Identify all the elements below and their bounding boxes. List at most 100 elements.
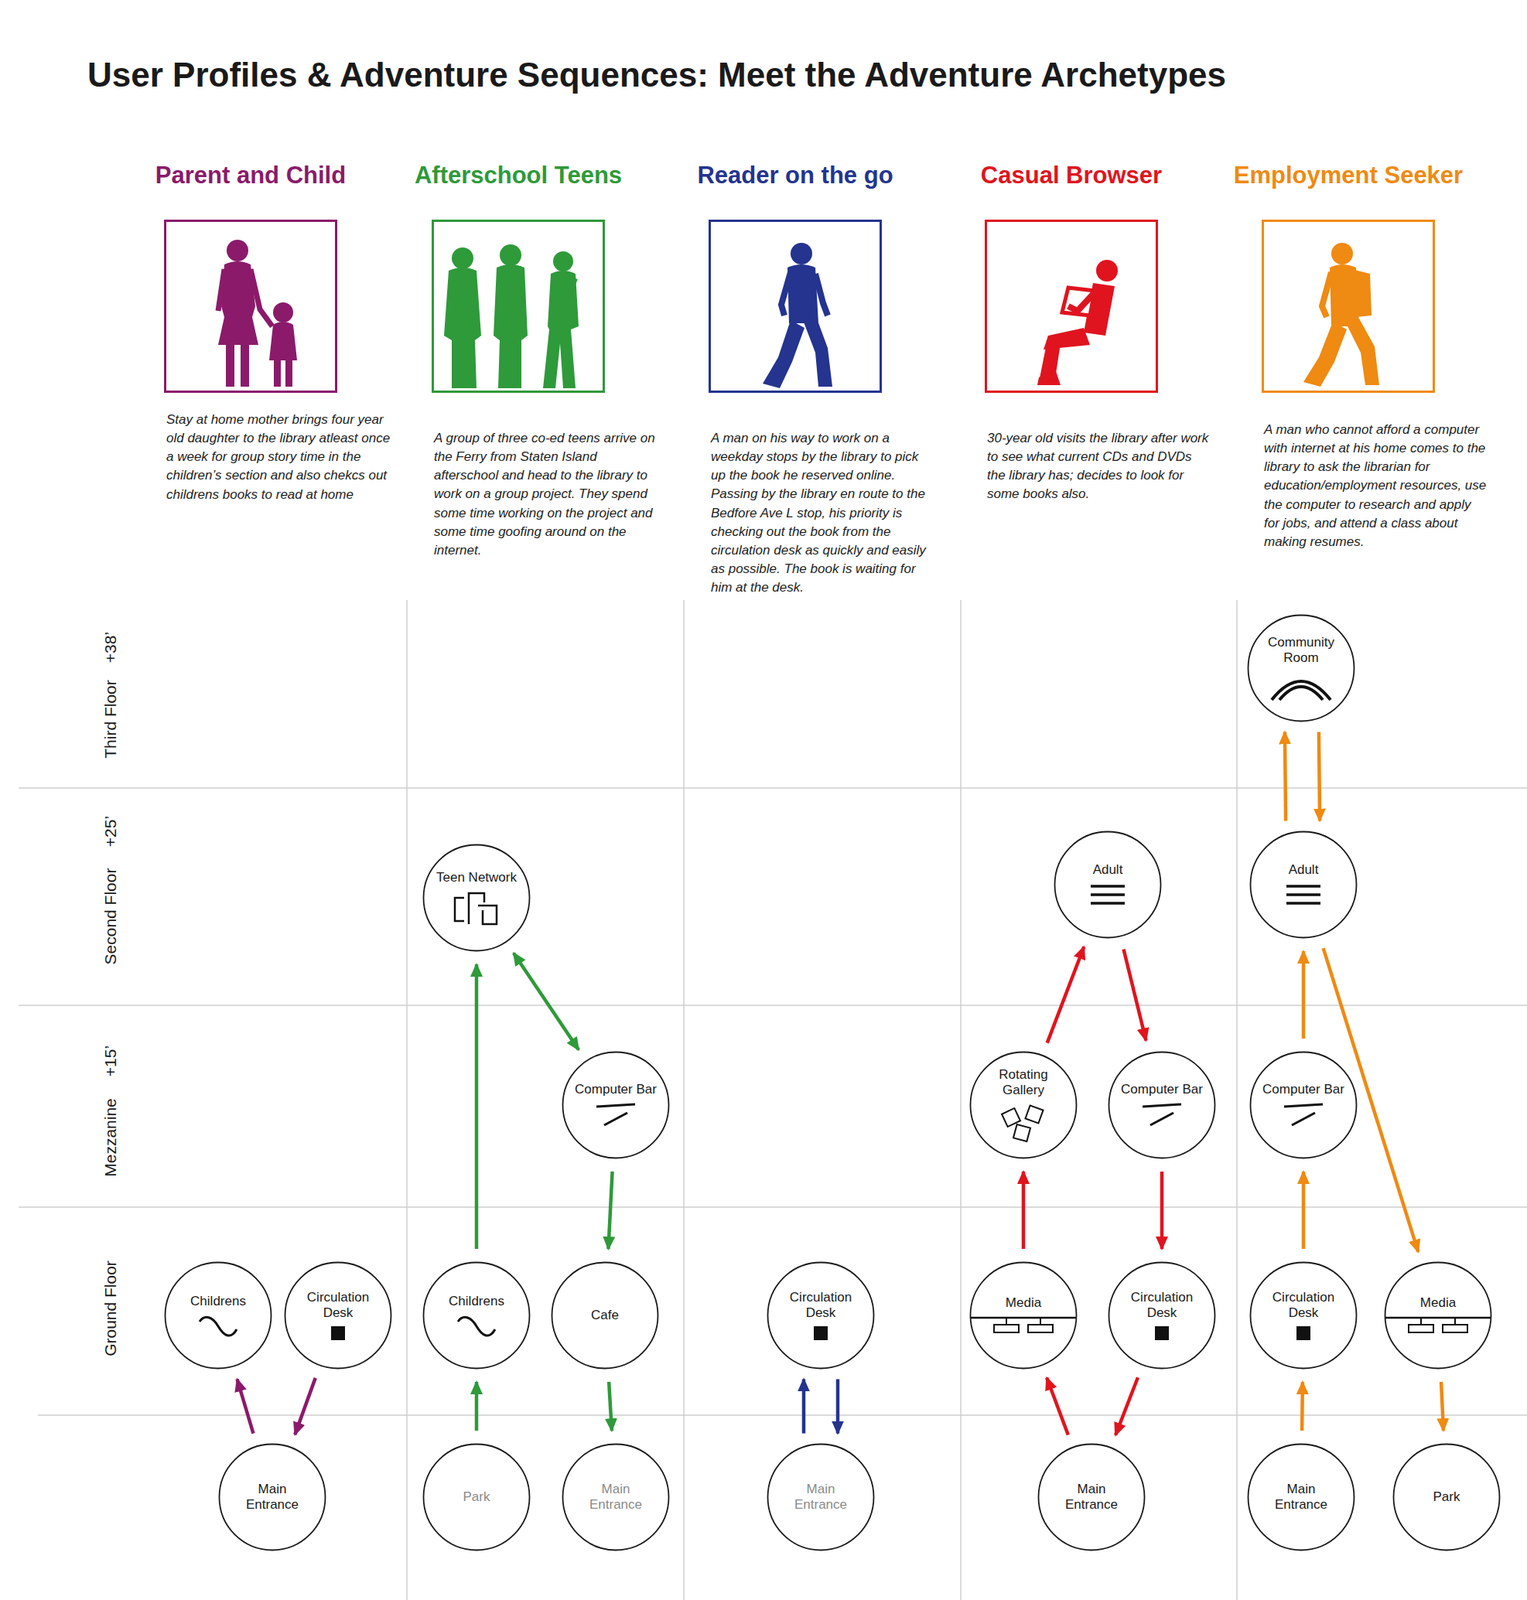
persona-description: A group of three co-ed teens arrive on t… (433, 429, 659, 561)
persona-card: Employment SeekerA man who cannot afford… (1261, 219, 1435, 393)
space-name: Childrens (448, 1294, 505, 1310)
space-name: Park (1433, 1489, 1461, 1506)
walking-reader-silhouette (790, 242, 813, 265)
space-circle: Teen Network (422, 843, 531, 953)
space-circle: Main Entrance (766, 1443, 875, 1552)
teen-icon (478, 905, 497, 925)
floor-grid (959, 600, 962, 1600)
circle-content: Rotating Gallery (969, 1051, 1078, 1160)
teen-icon (454, 898, 465, 922)
space-circle: Main Entrance (1246, 1443, 1356, 1552)
circle-outline (563, 1445, 670, 1551)
space-name: Media (1420, 1295, 1456, 1312)
wave-icon (454, 1314, 499, 1338)
walking-reader-silhouette (762, 320, 805, 389)
arc-icon (1267, 670, 1335, 702)
media-icon (1420, 1318, 1422, 1326)
media-icon (970, 1315, 1077, 1336)
job-seeker-silhouette (1303, 242, 1380, 387)
adult-icon (1286, 901, 1321, 906)
circle-content: Main Entrance (1246, 1443, 1356, 1552)
circle-outline (163, 1261, 273, 1370)
circle-content: Media (969, 1261, 1078, 1370)
media-icon (1408, 1325, 1434, 1333)
persona-heading: Casual Browser (980, 161, 1162, 190)
space-name: Community Room (1259, 635, 1343, 666)
circle-outline (1109, 1263, 1216, 1370)
gallery-icon (999, 1103, 1048, 1144)
space-name: Main Entrance (1049, 1482, 1134, 1513)
circle-outline (1385, 1263, 1492, 1370)
flow-arrow (608, 1171, 612, 1250)
job-seeker-silhouette (1303, 321, 1347, 387)
circle-content: Park (1392, 1443, 1501, 1552)
mother-child-silhouette (273, 358, 281, 387)
circle-outline (285, 1263, 392, 1370)
square-icon (1154, 1325, 1170, 1342)
wave-icon (457, 1317, 496, 1336)
circle-outline (1249, 830, 1358, 940)
flow-arrow (1021, 1171, 1026, 1250)
job-seeker-silhouette (1322, 272, 1332, 318)
circle-outline (1383, 1261, 1493, 1370)
circle-outline (423, 1445, 530, 1551)
circle-outline (969, 1261, 1078, 1370)
circle-content: Circulation Desk (766, 1261, 875, 1370)
space-circle: Park (1392, 1443, 1501, 1552)
floor-name: Third Floor (101, 679, 120, 759)
space-circle: Circulation Desk (283, 1261, 393, 1370)
seated-reader-silhouette (1037, 259, 1118, 386)
space-name: Cafe (590, 1308, 619, 1324)
teens-silhouette (444, 267, 482, 389)
space-name: Rotating Gallery (981, 1067, 1066, 1098)
flow-arrow (1301, 1171, 1306, 1250)
adult-icon (1281, 882, 1326, 908)
adult-icon (1090, 893, 1125, 897)
teens-silhouette (553, 251, 574, 272)
mother-child-silhouette (269, 321, 298, 361)
space-name: Adult (1093, 862, 1124, 878)
arc-icon (1279, 686, 1323, 701)
floor-grid (18, 1004, 1527, 1007)
circle-outline (165, 1263, 272, 1370)
persona-card: Casual Browser30-year old visits the lib… (984, 219, 1159, 393)
flow-arrow (1441, 1382, 1444, 1432)
space-circle: Circulation Desk (1249, 1261, 1358, 1370)
media-icon (1385, 1317, 1491, 1320)
circle-outline (768, 1263, 875, 1370)
flow-arrow (1046, 1378, 1069, 1436)
circle-outline (422, 843, 531, 953)
square-icon (813, 1325, 829, 1342)
circle-content: Circulation Desk (1249, 1261, 1358, 1370)
circle-content: Community Room (1246, 614, 1356, 723)
circle-content: Circulation Desk (283, 1261, 393, 1370)
flow-arrow (1047, 946, 1085, 1043)
circle-outline (1250, 832, 1357, 939)
circle-outline (970, 1052, 1077, 1159)
media-icon (1005, 1318, 1008, 1326)
space-name: Main Entrance (1259, 1482, 1343, 1513)
wave-icon (195, 1314, 241, 1338)
persona-card: Afterschool TeensA group of three co-ed … (431, 219, 605, 393)
wave-icon (199, 1317, 237, 1336)
circle-content: Computer Bar (1107, 1051, 1217, 1160)
seated-reader-silhouette (1068, 290, 1097, 311)
persona-description: Stay at home mother brings four year old… (166, 410, 391, 505)
persona-heading: Parent and Child (155, 161, 346, 190)
media-icon (1039, 1318, 1042, 1326)
circle-outline (552, 1263, 659, 1370)
circle-content: Main Entrance (1037, 1443, 1146, 1552)
flow-arrow (1284, 731, 1286, 821)
media-icon (1385, 1315, 1491, 1336)
circle-content: Computer Bar (1249, 1051, 1358, 1160)
persona-card: Parent and ChildStay at home mother brin… (163, 219, 338, 393)
circle-content: Adult (1249, 830, 1358, 940)
circle-outline (1250, 1052, 1357, 1159)
space-name: Main Entrance (230, 1482, 315, 1513)
media-icon (1454, 1318, 1456, 1326)
circle-outline (1053, 830, 1162, 940)
circle-content: Circulation Desk (1107, 1261, 1217, 1370)
space-circle: Computer Bar (561, 1051, 670, 1160)
space-circle: Cafe (550, 1261, 660, 1370)
